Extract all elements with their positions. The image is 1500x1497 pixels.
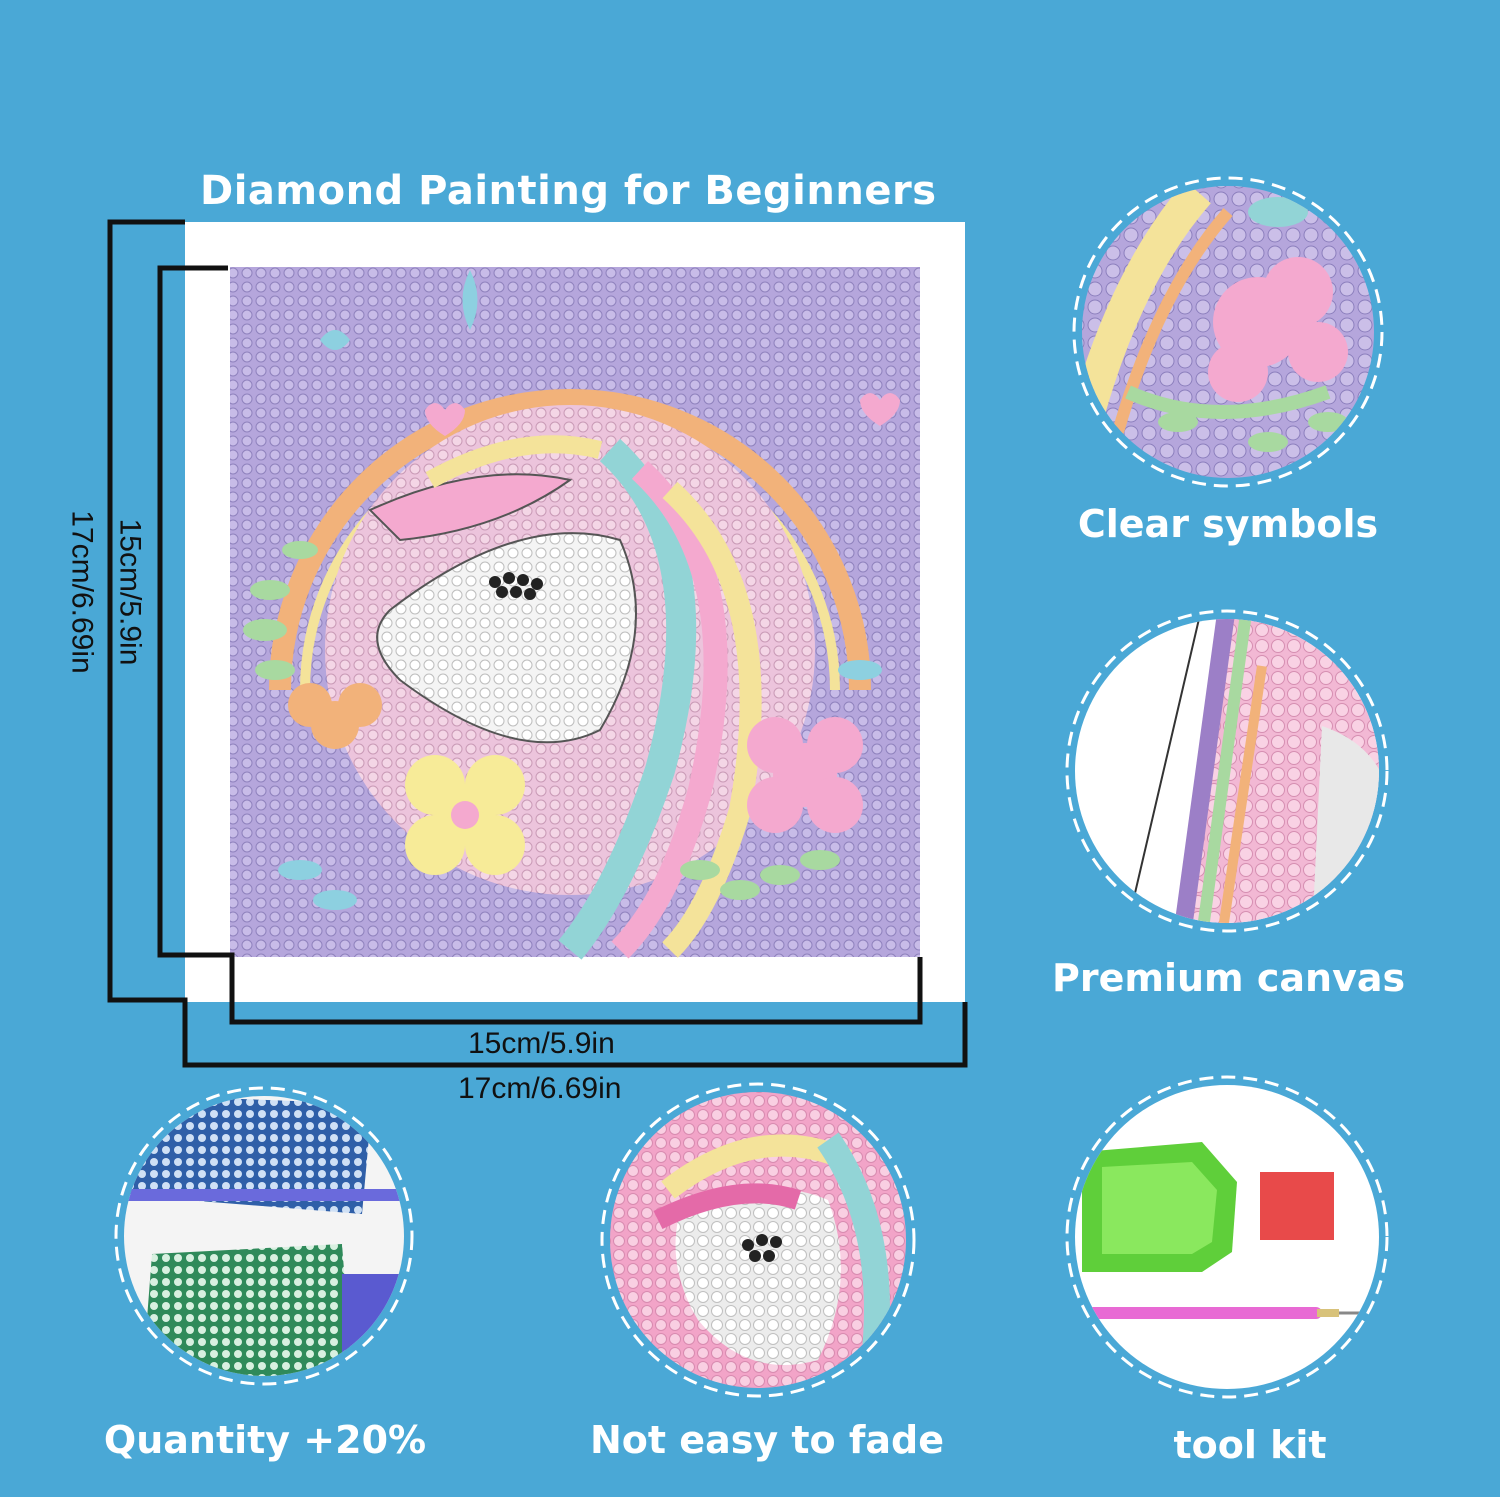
tool-kit-icon [1065, 1075, 1389, 1399]
inner-width-label: 15cm/5.9in [468, 1027, 615, 1060]
flower-orange [288, 683, 382, 749]
feature-premium-canvas [1062, 606, 1392, 936]
inner-height-label: 15cm/5.9in [113, 518, 147, 666]
feature-tool-kit [1062, 1072, 1392, 1402]
feature-label-clear-symbols: Clear symbols [1077, 502, 1379, 546]
feature-not-easy-to-fade [598, 1080, 918, 1400]
page-title: Diamond Painting for Beginners [200, 168, 937, 214]
outer-height-label: 17cm/6.69in [65, 510, 99, 674]
diamond-bags-icon [114, 1086, 414, 1386]
flower-yellow [405, 755, 525, 875]
feature-label-tool-kit: tool kit [1173, 1423, 1327, 1467]
feature-label-not-easy-to-fade: Not easy to fade [590, 1418, 944, 1462]
pen-icon [1082, 1307, 1322, 1319]
leaves [243, 541, 840, 900]
symbols-closeup-icon [1072, 176, 1384, 488]
feature-label-premium-canvas: Premium canvas [1052, 956, 1406, 1000]
unicorn-eye [489, 572, 543, 600]
feature-quantity [112, 1084, 417, 1389]
flower-pink [747, 717, 863, 833]
outer-width-label: 17cm/6.69in [458, 1072, 622, 1105]
unicorn-face [376, 532, 637, 744]
canvas-diagram [100, 210, 980, 1110]
unicorn-closeup-icon [600, 1082, 916, 1398]
canvas-artwork [107, 219, 968, 1068]
feature-label-quantity: Quantity +20% [103, 1418, 427, 1462]
wax-pad-icon [1260, 1172, 1334, 1240]
feature-clear-symbols [1068, 172, 1388, 492]
canvas-closeup-icon [1065, 609, 1389, 933]
dimension-lines [107, 219, 968, 1068]
